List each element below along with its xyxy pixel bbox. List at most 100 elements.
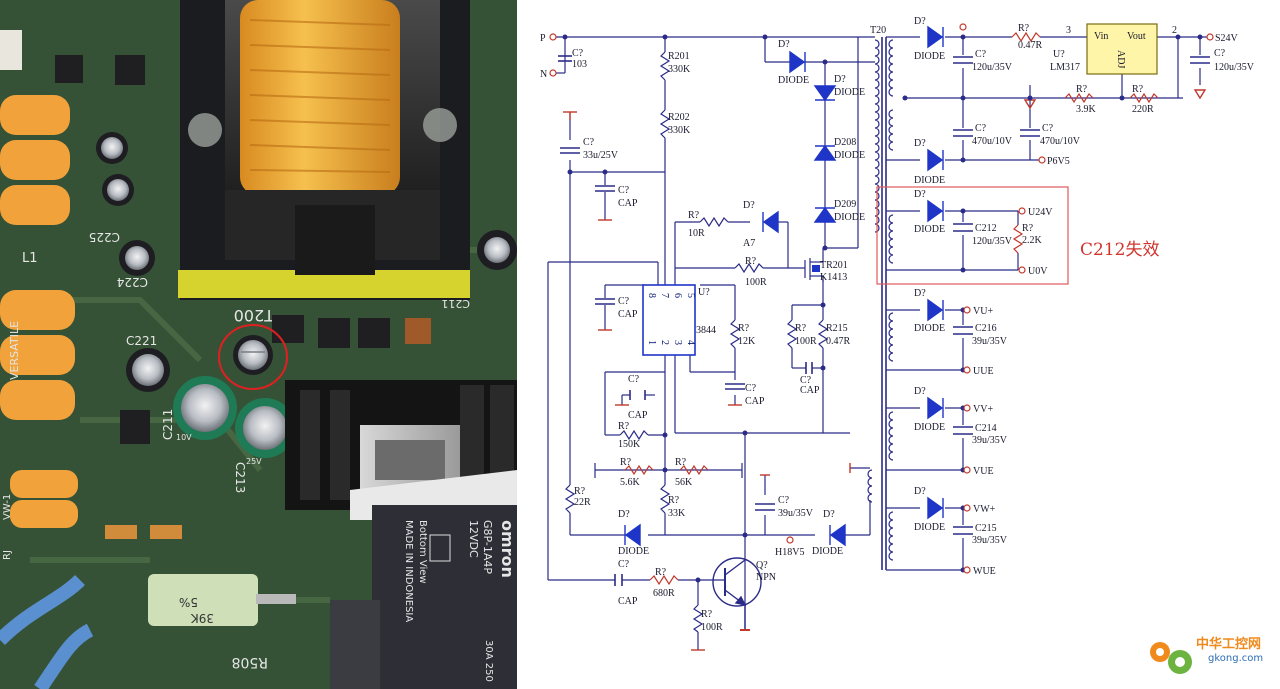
inductor-left-top [0,95,70,225]
c470b-ref: C? [1042,123,1054,134]
capacitor-black-1 [96,132,128,164]
pin-5: 5 [685,293,696,298]
lm317-value: LM317 [1050,62,1080,73]
pin-7: 7 [659,293,670,298]
net-u24v: U24V [1028,207,1053,218]
du24-value: DIODE [914,224,945,235]
net-wue: WUE [973,566,996,577]
u3844-value: 3844 [696,325,716,336]
dvw-value: DIODE [914,522,945,533]
lm317-pin3: 3 [1066,25,1071,36]
dtop-ref: D? [778,39,790,50]
r10r-ref: R? [688,210,700,221]
capacitor-green-2: 25V [235,398,295,466]
r215-ref: R215 [826,323,848,334]
relay-origin: MADE IN INDONESIA [403,520,414,622]
tr201-value: K1413 [820,272,847,283]
ccap3-ref: C? [628,374,640,385]
r12k-ref: R? [738,323,750,334]
relay-view: Bottom View [417,520,428,584]
heatsink [285,380,517,520]
daux-value: DIODE [618,546,649,557]
c212-value: 120u/35V [972,236,1013,247]
ccap1-ref: C? [618,185,630,196]
silk-versatile: VERSATILE [8,321,21,380]
label-n: N [540,69,547,80]
resistor-tolerance: 5% [179,595,198,609]
relay-model: G8P-1A4P [481,520,494,574]
ic-small-2 [115,55,145,85]
ccap4-value: CAP [745,396,765,407]
r100b-value: 100R [701,622,723,633]
failure-circle [218,324,288,390]
r150k-ref: R? [618,421,630,432]
c470a-ref: C? [975,123,987,134]
c470b-value: 470u/10V [1040,136,1081,147]
gear-icon [1150,642,1192,674]
cap-mark-1: 10V [176,433,192,442]
r2k2-ref: R? [1022,223,1034,234]
c-in-ref: C? [572,48,584,59]
daux-ref: D? [618,509,630,520]
ground-markers [563,89,1207,651]
ccap1-value: CAP [618,198,638,209]
tr201-ref: TR201 [820,260,848,271]
pin-8: 8 [646,293,657,298]
net-labels: S24V P6V5 U24V U0V VU+ UUE VV+ VUE VW+ W… [775,33,1239,577]
r33k-ref: R? [668,495,680,506]
smd-inductor-1 [272,315,304,343]
dp6-ref: D? [914,138,926,149]
r56k2-ref: R? [675,457,687,468]
net-h18v5: H18V5 [775,547,804,558]
r680-value: 680R [653,588,675,599]
pin-3: 3 [672,340,683,345]
ds24-value: DIODE [914,51,945,62]
junction-dots [562,34,1203,583]
pin-2: 2 [659,340,670,345]
net-vw-plus: VW+ [973,504,996,515]
label-p: P [540,33,546,44]
dvv-value: DIODE [914,422,945,433]
r12k-value: 12K [738,336,756,347]
c470a-value: 470u/10V [972,136,1013,147]
transistor-npn [712,557,762,631]
dvu-ref: D? [914,288,926,299]
r047-ref: R? [1018,23,1030,34]
c39aux-value: 39u/35V [778,508,814,519]
c212-ref: C212 [975,223,997,234]
transformer-windings [867,39,894,561]
dtop2-ref: D? [834,74,846,85]
watermark-text: 中华工控网 [1196,636,1261,652]
ccap3-value: CAP [628,410,648,421]
ccap2-value: CAP [618,309,638,320]
silk-c221: C221 [126,334,157,348]
net-vue: VUE [973,466,994,477]
r100g-ref: R? [745,256,757,267]
lm317-vin: Vin [1094,31,1108,42]
capacitor-black-3 [119,240,155,276]
power-resistor-39k: 5% 39K [148,574,296,626]
c216-value: 39u/35V [972,336,1008,347]
r56k-value: 5.6K [620,477,641,488]
r22r-value: 22R [574,497,591,508]
ds24-ref: D? [914,16,926,27]
c214-value: 39u/35V [972,435,1008,446]
c33u-ref: C? [583,137,595,148]
dvw-ref: D? [914,486,926,497]
resistor-value: 39K [190,611,214,625]
silk-vw1: VW-1 [2,494,13,520]
capacitor-c221-black [126,348,170,392]
transformer-t200 [178,0,470,300]
pin-4: 4 [685,340,696,345]
r2k2-value: 2.2K [1022,235,1043,246]
du24-ref: D? [914,189,926,200]
dh18-value: DIODE [812,546,843,557]
r150k-value: 150K [618,439,641,450]
dh18-ref: D? [823,509,835,520]
r680-ref: R? [655,567,667,578]
r100g-value: 100R [745,277,767,288]
ccap2-ref: C? [618,296,630,307]
u3844-ref: U? [698,287,710,298]
lm317-pin2: 2 [1172,25,1177,36]
r3k9-value: 3.9K [1076,104,1097,115]
